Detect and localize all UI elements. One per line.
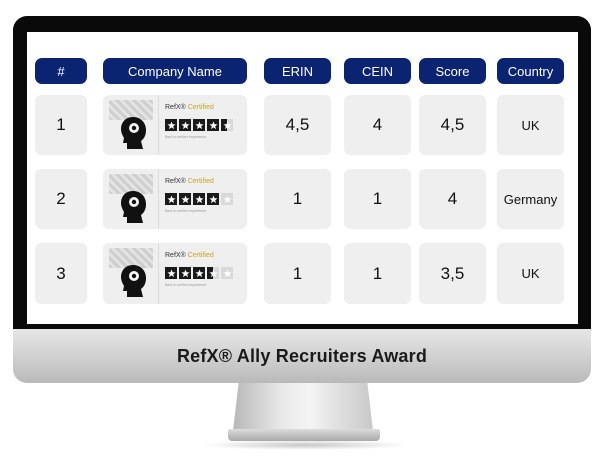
cein-cell: 1 [344, 169, 411, 229]
header-country: Country [497, 58, 564, 84]
cein-cell: 4 [344, 95, 411, 155]
star-icon [207, 119, 219, 131]
star-icon [207, 193, 219, 205]
company-badge: RefX® Certified Best in verified experie… [103, 169, 247, 229]
erin-cell: 1 [264, 169, 331, 229]
score-cell: 3,5 [419, 243, 486, 304]
badge-fineprint: Best in verified experience [165, 209, 207, 213]
blurred-company-logo [109, 100, 153, 120]
badge-logo-area [103, 169, 159, 229]
country-cell: UK [497, 95, 564, 155]
header-rank: # [35, 58, 87, 84]
star-icon [179, 193, 191, 205]
head-silhouette-icon [121, 191, 146, 223]
star-icon [165, 267, 177, 279]
badge-brand-line: RefX® Certified [165, 252, 214, 259]
company-badge: RefX® Certified Best in verified experie… [103, 95, 247, 155]
star-icon [221, 267, 233, 279]
star-icon [193, 193, 205, 205]
rank-cell: 2 [35, 169, 87, 229]
monitor-shadow [200, 440, 410, 450]
badge-brand: RefX® [165, 104, 186, 111]
star-icon [193, 267, 205, 279]
badge-logo-area [103, 243, 159, 304]
badge-text-area: RefX® Certified Best in verified experie… [159, 243, 247, 304]
star-icon [221, 193, 233, 205]
header-cein: CEIN [344, 58, 411, 84]
badge-brand: RefX® [165, 252, 186, 259]
monitor-stand-foot [228, 429, 380, 441]
badge-brand: RefX® [165, 178, 186, 185]
star-rating [165, 267, 233, 279]
star-icon [165, 119, 177, 131]
badge-brand-line: RefX® Certified [165, 178, 214, 185]
star-icon [193, 119, 205, 131]
country-cell: UK [497, 243, 564, 304]
score-cell: 4 [419, 169, 486, 229]
badge-text-area: RefX® Certified Best in verified experie… [159, 95, 247, 155]
monitor-chin: RefX® Ally Recruiters Award [13, 329, 591, 383]
rank-cell: 3 [35, 243, 87, 304]
star-icon [179, 267, 191, 279]
badge-fineprint: Best in verified experience [165, 135, 207, 139]
blurred-company-logo [109, 174, 153, 194]
badge-brand-line: RefX® Certified [165, 104, 214, 111]
score-cell: 4,5 [419, 95, 486, 155]
badge-fineprint: Best in verified experience [165, 283, 207, 287]
header-score: Score [419, 58, 486, 84]
star-rating [165, 193, 233, 205]
blurred-company-logo [109, 248, 153, 268]
award-title: RefX® Ally Recruiters Award [176, 345, 428, 366]
monitor-stand-neck [233, 383, 373, 431]
badge-certified: Certified [187, 252, 214, 259]
head-silhouette-icon [121, 117, 146, 149]
badge-certified: Certified [187, 104, 214, 111]
erin-cell: 4,5 [264, 95, 331, 155]
rank-cell: 1 [35, 95, 87, 155]
country-cell: Germany [497, 169, 564, 229]
star-icon [179, 119, 191, 131]
star-icon [207, 267, 219, 279]
star-icon [221, 119, 233, 131]
company-badge: RefX® Certified Best in verified experie… [103, 243, 247, 304]
erin-cell: 1 [264, 243, 331, 304]
header-company-name: Company Name [103, 58, 247, 84]
badge-certified: Certified [187, 178, 214, 185]
head-silhouette-icon [121, 265, 146, 297]
badge-text-area: RefX® Certified Best in verified experie… [159, 169, 247, 229]
badge-logo-area [103, 95, 159, 155]
header-erin: ERIN [264, 58, 331, 84]
cein-cell: 1 [344, 243, 411, 304]
star-icon [165, 193, 177, 205]
star-rating [165, 119, 233, 131]
